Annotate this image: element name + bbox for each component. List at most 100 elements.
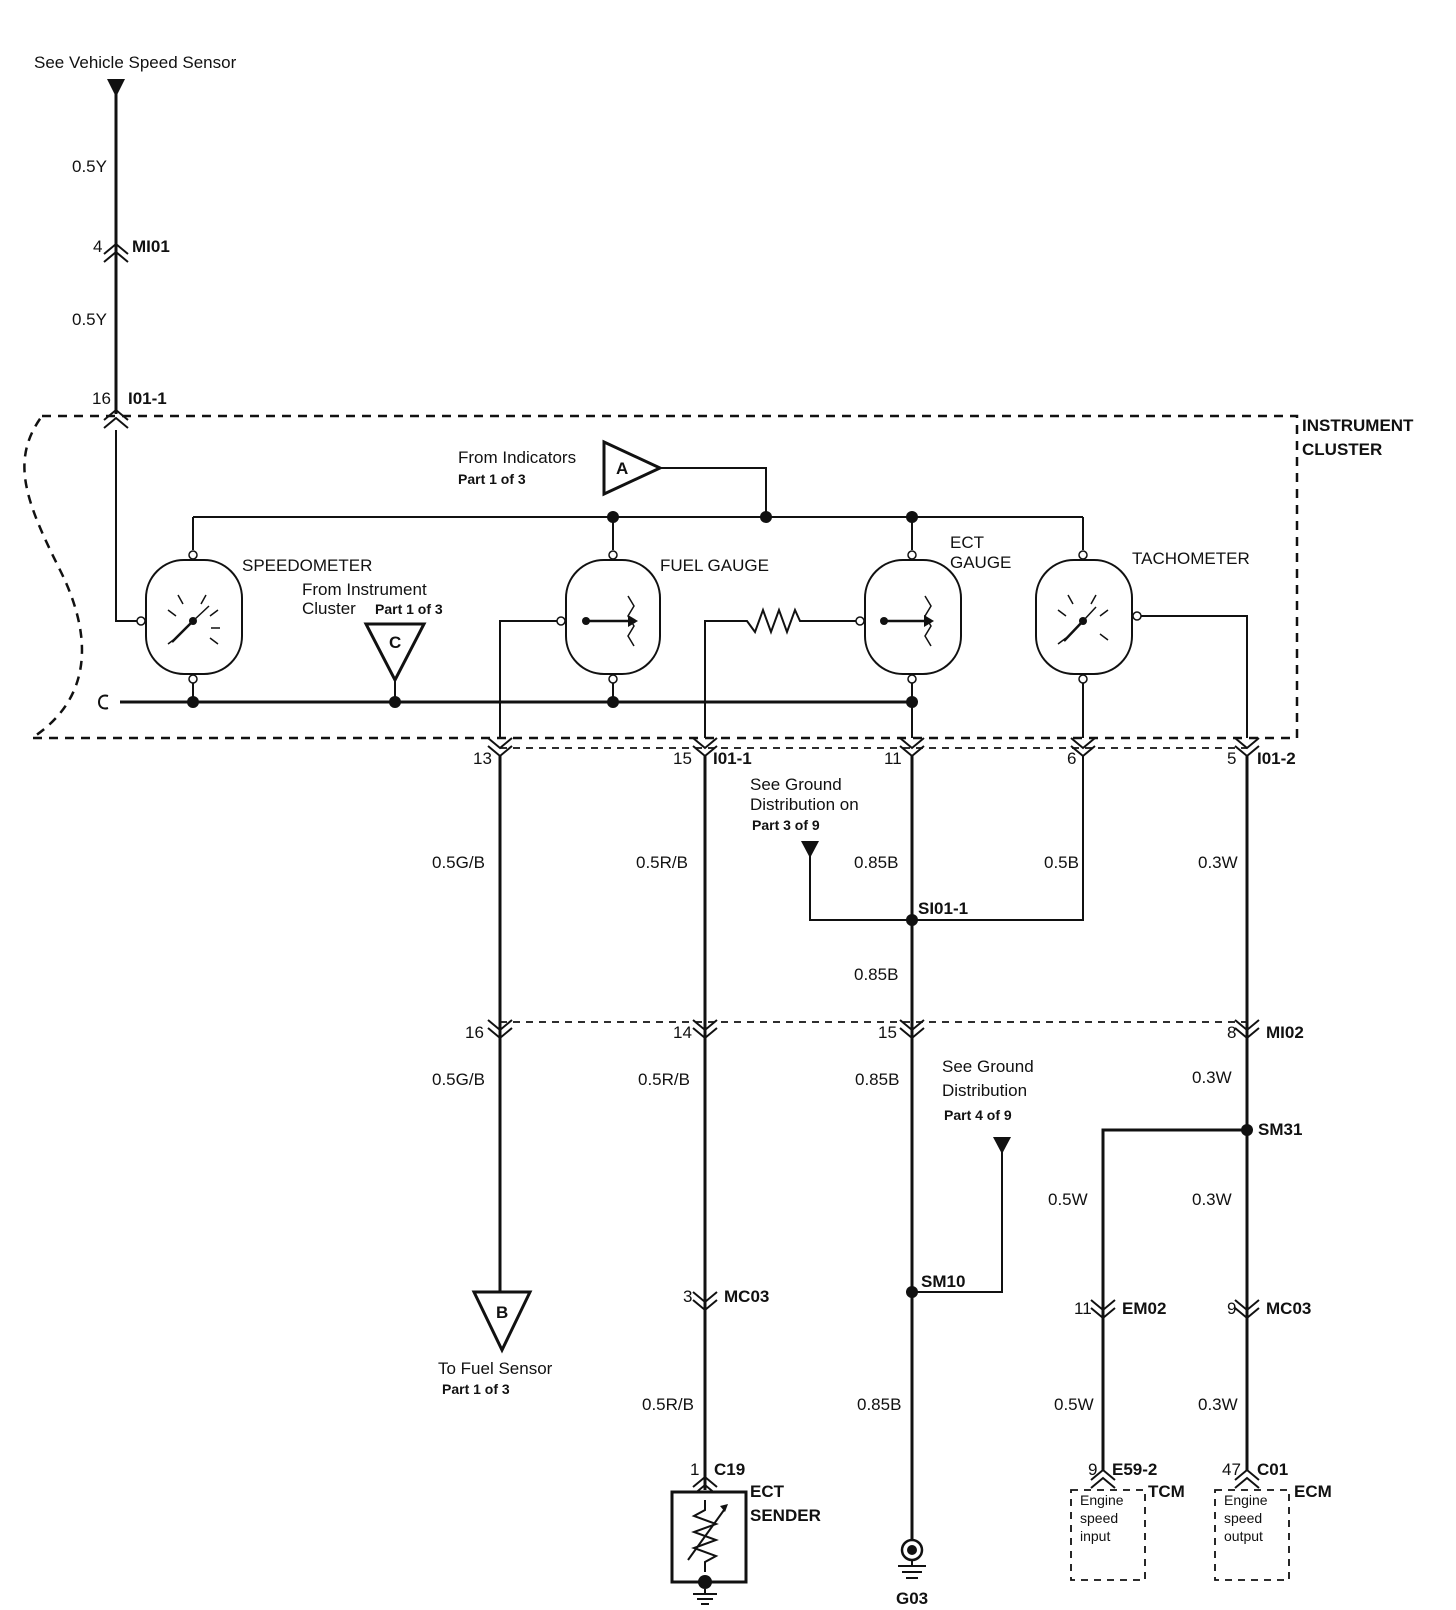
wire-label-tcm-1: 0.5W bbox=[1048, 1190, 1088, 1209]
pin-mi02-15: 15 bbox=[878, 1023, 897, 1042]
pin-c01-47: 47 bbox=[1222, 1460, 1241, 1479]
connector-c01: C01 bbox=[1257, 1460, 1288, 1479]
ground-dist-arrow-2 bbox=[993, 1137, 1011, 1154]
speedo-input-wire bbox=[115, 430, 137, 622]
ecm-box-line-1: Engine bbox=[1224, 1492, 1268, 1508]
tach-signal-wire bbox=[1141, 615, 1248, 738]
connector-em02: EM02 bbox=[1122, 1299, 1166, 1318]
connector-i01-1-top: I01-1 bbox=[128, 389, 167, 408]
offpage-a-label: A bbox=[616, 459, 628, 478]
tcm-box-line-1: Engine bbox=[1080, 1492, 1124, 1508]
indicator-feed-wire bbox=[660, 467, 767, 517]
connector-mc03-b: MC03 bbox=[1266, 1299, 1311, 1318]
from-cluster-part: Part 1 of 3 bbox=[375, 601, 443, 617]
ect-gauge bbox=[855, 550, 962, 684]
tcm-branch-wire bbox=[1101, 1128, 1247, 1470]
ect-resistor-wire bbox=[704, 607, 856, 738]
offpage-c-triangle bbox=[363, 622, 427, 684]
ground-dist-ref-2: Distribution on bbox=[750, 795, 859, 814]
tcm-box-line-3: input bbox=[1080, 1528, 1110, 1544]
wire-label-ect-3: 0.5R/B bbox=[642, 1395, 694, 1414]
mi02-connector-pins bbox=[487, 1019, 1260, 1040]
from-indicators-ref: From Indicators bbox=[458, 448, 576, 467]
splice-sm10: SM10 bbox=[921, 1272, 965, 1291]
ground-g03-label: G03 bbox=[896, 1589, 928, 1608]
ground-dist-b-ref-1: See Ground bbox=[942, 1057, 1034, 1076]
i01-connector-pins bbox=[487, 737, 1260, 758]
fuel-gauge bbox=[556, 550, 661, 684]
pin-i01-16: 16 bbox=[92, 389, 111, 408]
ect-sender-label-2: SENDER bbox=[750, 1506, 821, 1525]
wire-label-ect-2: 0.5R/B bbox=[638, 1070, 690, 1089]
pin-c19-1: 1 bbox=[690, 1460, 699, 1479]
connector-i01-1-bottom: I01-1 bbox=[713, 749, 752, 768]
wire-label-tach-3: 0.3W bbox=[1192, 1190, 1232, 1209]
pin-mi01-4: 4 bbox=[93, 237, 102, 256]
from-cluster-ref-2: Cluster bbox=[302, 599, 356, 618]
fuel-sensor-ref: To Fuel Sensor bbox=[438, 1359, 553, 1378]
connector-mc03-a: MC03 bbox=[724, 1287, 769, 1306]
connector-i01-2: I01-2 bbox=[1257, 749, 1296, 768]
wire-label-gnd-5: 0.85B bbox=[857, 1395, 901, 1414]
e59-2-connector bbox=[1090, 1468, 1116, 1489]
ect-gauge-label-1: ECT bbox=[950, 533, 984, 552]
tcm-box bbox=[1070, 1489, 1146, 1581]
wire-break-symbol bbox=[98, 694, 109, 710]
speedometer-label: SPEEDOMETER bbox=[242, 556, 372, 575]
mc03-pin3-connector bbox=[692, 1291, 718, 1312]
pin-mc03-9: 9 bbox=[1227, 1299, 1236, 1318]
ect-sender-label-1: ECT bbox=[750, 1482, 785, 1501]
connector-mi02: MI02 bbox=[1266, 1023, 1304, 1042]
pin-e59-9: 9 bbox=[1088, 1460, 1097, 1479]
connector-c19: C19 bbox=[714, 1460, 745, 1479]
ground-g03-symbol bbox=[898, 1538, 926, 1579]
speedometer-gauge bbox=[136, 550, 243, 684]
connector-mi01: MI01 bbox=[132, 237, 170, 256]
from-indicators-part: Part 1 of 3 bbox=[458, 471, 526, 487]
ecm-box-line-2: speed bbox=[1224, 1510, 1262, 1526]
mi01-connector bbox=[103, 242, 129, 263]
ground-dist-wire-2 bbox=[912, 1150, 1003, 1293]
mc03-pin9-connector bbox=[1234, 1299, 1260, 1320]
fuel-gauge-sender-wire bbox=[499, 620, 557, 738]
connector-e59-2: E59-2 bbox=[1112, 1460, 1157, 1479]
pin-i01-15: 15 bbox=[673, 749, 692, 768]
em02-pin11-connector bbox=[1090, 1299, 1116, 1320]
tachometer-label: TACHOMETER bbox=[1132, 549, 1250, 568]
vehicle-speed-sensor-ref: See Vehicle Speed Sensor bbox=[34, 53, 237, 72]
splice-sm31-dot bbox=[1241, 1124, 1253, 1136]
fuel-gauge-label: FUEL GAUGE bbox=[660, 556, 769, 575]
ground-dist-ref-part: Part 3 of 9 bbox=[752, 817, 820, 833]
speed-sensor-arrow bbox=[107, 79, 125, 97]
pin-mi02-8: 8 bbox=[1227, 1023, 1236, 1042]
fuel-sensor-part: Part 1 of 3 bbox=[442, 1381, 510, 1397]
ground-dist-b-ref-part: Part 4 of 9 bbox=[944, 1107, 1012, 1123]
wire-label-gnd-3: 0.85B bbox=[854, 965, 898, 984]
wire-label-fuel-2: 0.5G/B bbox=[432, 1070, 485, 1089]
wire-label-speed-1: 0.5Y bbox=[72, 157, 107, 176]
ect-sender-component bbox=[670, 1490, 748, 1605]
ground-dist-arrow-1 bbox=[801, 841, 819, 858]
pin-i01-5: 5 bbox=[1227, 749, 1236, 768]
wire-label-gnd-2: 0.5B bbox=[1044, 853, 1079, 872]
tachometer-gauge bbox=[1035, 550, 1142, 684]
wire-label-tcm-2: 0.5W bbox=[1054, 1395, 1094, 1414]
ecm-box-line-3: output bbox=[1224, 1528, 1263, 1544]
splice-indicator-feed bbox=[760, 511, 772, 523]
pin-i01-11: 11 bbox=[884, 749, 902, 768]
splice-sm10-dot bbox=[906, 1286, 918, 1298]
pin-mi02-14: 14 bbox=[673, 1023, 692, 1042]
offpage-b-label: B bbox=[496, 1303, 508, 1322]
wire-label-tach-1: 0.3W bbox=[1198, 853, 1238, 872]
splice-si01-1: SI01-1 bbox=[918, 899, 968, 918]
ect-gauge-label-2: GAUGE bbox=[950, 553, 1011, 572]
tcm-box-line-2: speed bbox=[1080, 1510, 1118, 1526]
c01-connector bbox=[1234, 1468, 1260, 1489]
ecm-label: ECM bbox=[1294, 1482, 1332, 1501]
splice-sm31: SM31 bbox=[1258, 1120, 1302, 1139]
wire-label-fuel-1: 0.5G/B bbox=[432, 853, 485, 872]
wire-label-tach-4: 0.3W bbox=[1198, 1395, 1238, 1414]
pin-mc03-3: 3 bbox=[683, 1287, 692, 1306]
offpage-b-triangle bbox=[471, 1290, 533, 1354]
wire-label-gnd-4: 0.85B bbox=[855, 1070, 899, 1089]
